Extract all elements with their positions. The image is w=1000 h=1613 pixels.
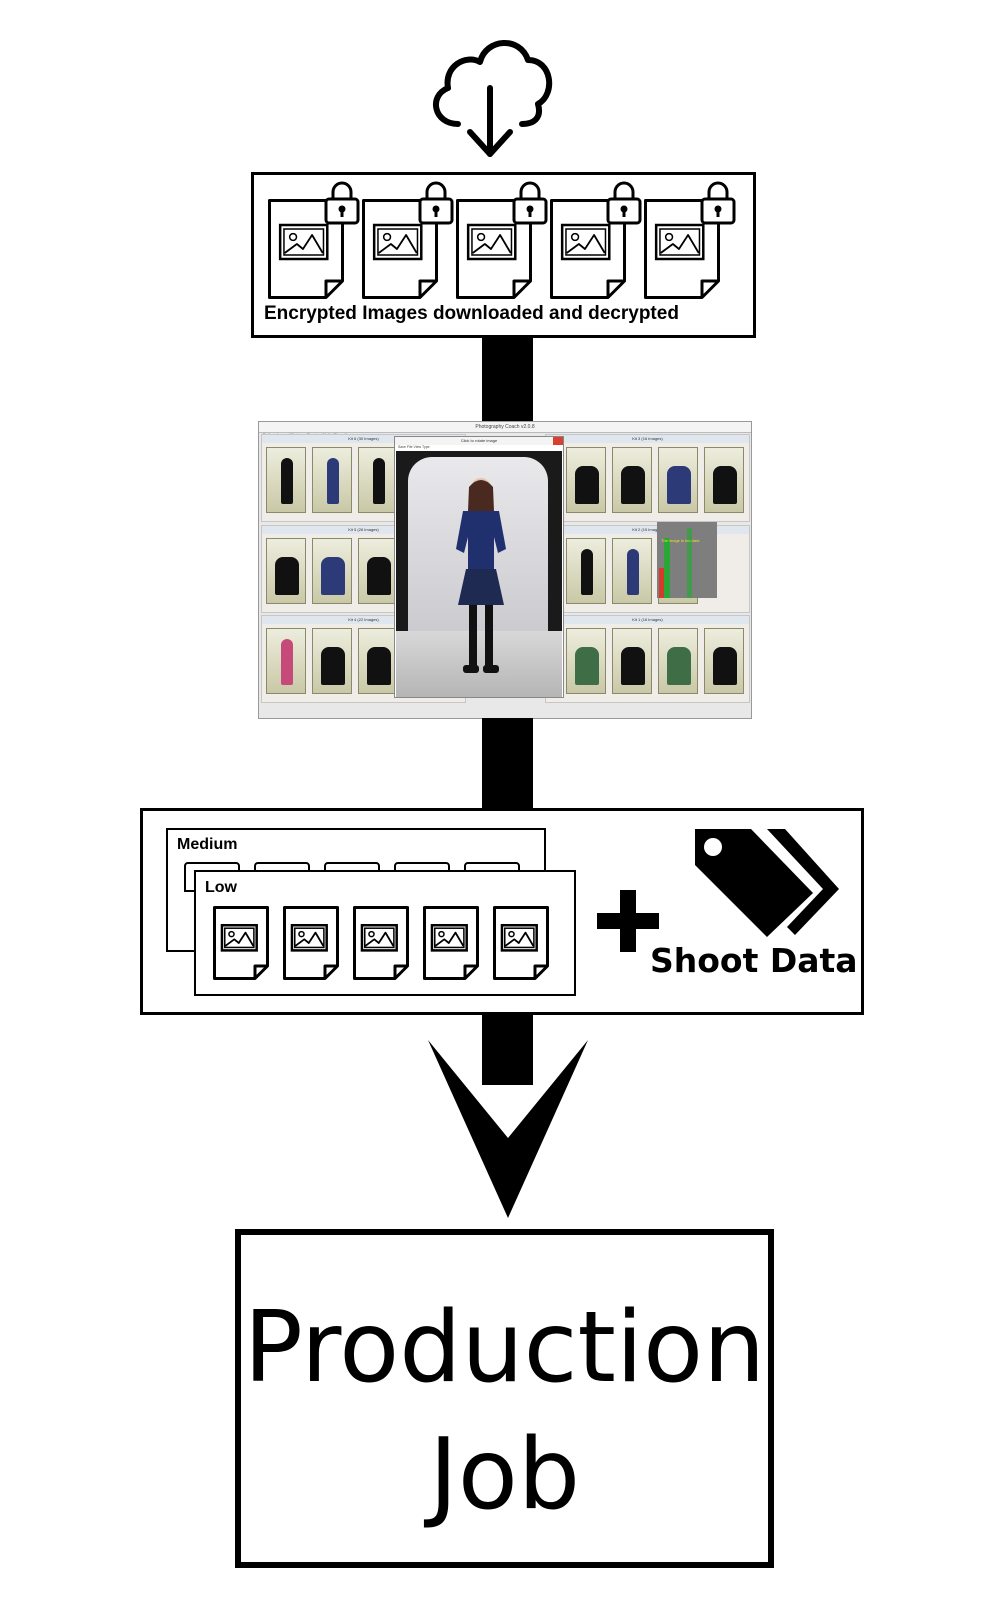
photo-thumbnail	[312, 538, 352, 604]
connector-2	[482, 718, 533, 810]
photo-thumbnail	[658, 447, 698, 513]
encrypted-image-file	[644, 179, 740, 299]
histogram-warning: The image is too dark	[661, 538, 700, 543]
low-image-file-icon	[353, 906, 409, 980]
low-folder: Low	[194, 870, 576, 996]
plus-symbol: +	[597, 890, 659, 952]
lock-icon	[418, 181, 454, 225]
lock-icon	[606, 181, 642, 225]
kit-panel-title: Kit 1 (16 Images)	[546, 616, 749, 624]
histogram-overlay: The image is too dark	[657, 522, 717, 598]
preview-window: Click to rotate image Save File View Typ…	[394, 436, 564, 698]
cloud-download-icon	[433, 40, 553, 157]
app-screenshot: Photography Coach v2.0.8 Pattern Image W…	[258, 421, 752, 719]
low-image-file-icon	[283, 906, 339, 980]
encrypted-image-file	[456, 179, 552, 299]
connector-1	[482, 338, 533, 422]
photo-thumbnail	[358, 538, 398, 604]
preview-close-icon	[553, 437, 563, 445]
photo-thumbnail	[612, 538, 652, 604]
connector-3	[482, 1015, 533, 1085]
image-file-icon	[268, 199, 344, 299]
production-label: Production	[243, 1291, 766, 1405]
low-image-file-icon	[493, 906, 549, 980]
tag-icon	[695, 829, 839, 937]
output-box: Medium Low + Shoot Data	[140, 808, 864, 1015]
kit-panel-title: Kit 2 (15 Images)	[546, 526, 749, 534]
job-label: Job	[428, 1418, 581, 1532]
photo-thumbnail	[266, 538, 306, 604]
low-image-file-icon	[213, 906, 269, 980]
encrypted-image-file	[268, 179, 364, 299]
photo-thumbnail	[312, 628, 352, 694]
encrypted-image-file	[362, 179, 458, 299]
down-arrow-icon	[428, 1040, 588, 1218]
low-image-file-icon	[423, 906, 479, 980]
photo-thumbnail	[266, 447, 306, 513]
photo-thumbnail	[358, 447, 398, 513]
app-title: Photography Coach v2.0.8	[475, 424, 535, 430]
lock-icon	[700, 181, 736, 225]
kit-panel-title: Kit 6 (30 Images)	[262, 435, 465, 443]
photo-thumbnail	[658, 628, 698, 694]
photo-thumbnail	[704, 628, 744, 694]
image-file-icon	[644, 199, 720, 299]
encrypted-image-file	[550, 179, 646, 299]
app-title-bar: Photography Coach v2.0.8	[259, 422, 751, 433]
photo-thumbnail	[566, 447, 606, 513]
kit-panel: Kit 5 (26 Images)	[261, 525, 466, 613]
shoot-data-label: Shoot Data	[650, 941, 858, 980]
photo-thumbnail	[612, 628, 652, 694]
photo-thumbnail	[566, 538, 606, 604]
photo-thumbnail	[312, 447, 352, 513]
studio-floor	[396, 631, 562, 697]
kit-panel: Kit 2 (15 Images)	[545, 525, 750, 613]
histogram-red-channel	[659, 568, 664, 598]
photo-thumbnail	[358, 628, 398, 694]
encrypted-images-box: Encrypted Images downloaded and decrypte…	[251, 172, 756, 338]
kit-panel: Kit 3 (16 Images)	[545, 434, 750, 522]
photo-thumbnail	[266, 628, 306, 694]
lock-icon	[512, 181, 548, 225]
histogram-green-channel	[664, 538, 670, 598]
low-label: Low	[205, 879, 237, 896]
kit-panel: Kit 1 (16 Images)	[545, 615, 750, 703]
histogram-green-channel	[687, 528, 692, 598]
photo-thumbnail	[704, 447, 744, 513]
kit-panel-title: Kit 3 (16 Images)	[546, 435, 749, 443]
photo-thumbnail	[566, 628, 606, 694]
production-job-box: Production Job	[235, 1229, 774, 1568]
student-figure	[456, 478, 506, 673]
lock-icon	[324, 181, 360, 225]
photo-thumbnail	[612, 447, 652, 513]
preview-menu: Save File View Type	[398, 445, 430, 449]
kit-panel-title: Kit 5 (26 Images)	[262, 526, 465, 534]
preview-photo	[396, 451, 562, 697]
medium-label: Medium	[177, 836, 238, 853]
encrypted-images-label: Encrypted Images downloaded and decrypte…	[264, 303, 679, 324]
preview-title: Click to rotate image	[395, 437, 563, 445]
kit-panel-title: Kit 4 (22 Images)	[262, 616, 465, 624]
